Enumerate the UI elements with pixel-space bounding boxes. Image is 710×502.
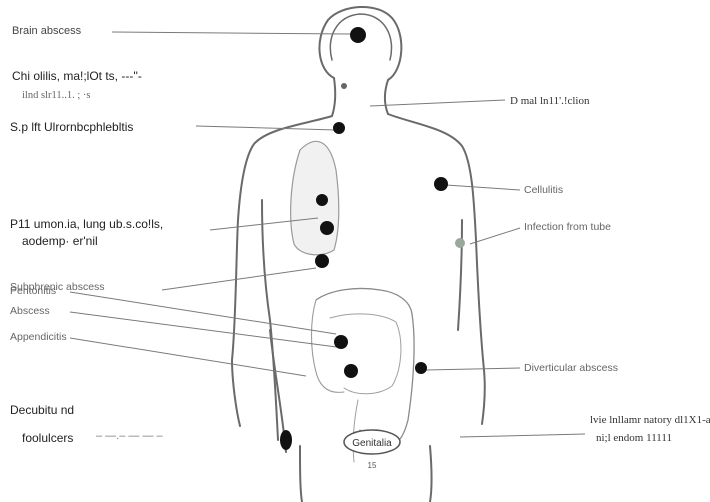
right-arm-inner: [458, 220, 462, 330]
lung-outline: [291, 141, 339, 254]
body-right-outline: [388, 114, 485, 424]
label-appendicitis: Appendicitis: [10, 331, 67, 344]
right-leg: [430, 446, 432, 502]
dot-abscess: [344, 364, 358, 378]
label-peritonitis: Peritonitis: [10, 285, 56, 298]
dot-cellulitis: [434, 177, 448, 191]
label-decubitus-line2: foolulcers: [22, 432, 73, 445]
leader-subphrenic: [162, 268, 316, 290]
dot-decubitus: [280, 430, 292, 450]
label-septic: S.p lft Ulrornbcphlebltis: [10, 121, 133, 134]
label-dental: D mal ln11'.!clion: [510, 95, 589, 108]
label-infection-tube: Infection from tube: [524, 221, 611, 234]
small-intestine: [330, 314, 401, 394]
leader-peritonitis: [70, 292, 336, 334]
dot-sinus: [341, 83, 347, 89]
label-brain-abscess: Brain abscess: [12, 25, 81, 38]
body-outline: [232, 7, 485, 502]
label-pelvic-line2: ni;l endom 11111: [596, 432, 672, 445]
left-arm-inner: [262, 200, 278, 440]
leader-abscess: [70, 312, 344, 348]
dot-brain: [350, 27, 366, 43]
dot-subphrenic: [315, 254, 329, 268]
leader-dental: [370, 100, 505, 106]
page-number: 15: [368, 461, 377, 470]
leader-diverticular: [426, 368, 520, 370]
dot-lung-lower: [320, 221, 334, 235]
label-chi-line1: Chi olilis, ma!;lOt ts, ---''-: [12, 70, 142, 83]
label-diverticular: Diverticular abscess: [524, 362, 618, 375]
label-pneumonia-line2: aodemp· er'nil: [22, 235, 98, 248]
neck-left: [332, 78, 335, 116]
dot-tube: [455, 238, 465, 248]
leader-pelvic: [460, 434, 585, 437]
dot-septic: [333, 122, 345, 134]
label-chi-line2: ilnd slr11..1. ; ·s: [22, 89, 90, 102]
label-abscess: Abscess: [10, 305, 50, 318]
label-pneumonia-line1: P11 umon.ia, lung ub.s.co!ls,: [10, 218, 163, 231]
leader-tube: [470, 228, 520, 244]
genitalia-marker: Genitalia 15: [344, 430, 400, 470]
leader-septic: [196, 126, 336, 130]
genitalia-label: Genitalia: [352, 438, 392, 449]
label-pelvic-line1: lvie lnllamr natory dl1X1-ase: [590, 414, 710, 427]
dot-diverticular: [415, 362, 427, 374]
left-leg: [300, 446, 302, 502]
leader-brain: [112, 32, 350, 34]
label-decubitus-line1: Decubitu nd: [10, 404, 74, 417]
leader-cellulitis: [446, 185, 520, 190]
dot-peritonitis: [334, 335, 348, 349]
dot-lung-upper: [316, 194, 328, 206]
label-decubitus-dashes: – —.– — — –: [96, 430, 163, 443]
label-cellulitis: Cellulitis: [524, 184, 563, 197]
